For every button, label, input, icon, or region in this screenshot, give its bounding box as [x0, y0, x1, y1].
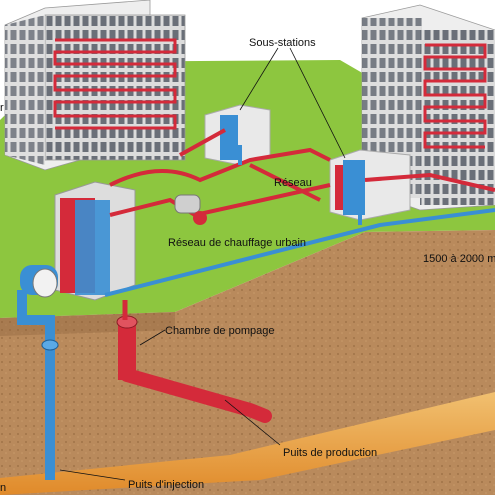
building-right-coils — [423, 43, 487, 149]
hot-network-pipe — [109, 128, 331, 218]
injection-well — [17, 290, 59, 480]
building-left — [4, 0, 186, 171]
heat-exchanger — [54, 181, 136, 301]
label-left-edge-fragment-1: r — [0, 102, 4, 114]
label-chambre-de-pompage: Chambre de pompage — [165, 325, 275, 337]
pump-unit — [174, 194, 207, 225]
production-well — [116, 300, 272, 423]
label-puits-de-production: Puits de production — [283, 447, 378, 459]
label-left-edge-fragment-2: n — [0, 482, 7, 494]
substation-1 — [204, 104, 271, 166]
label-reseau-chauffage-urbain: Réseau de chauffage urbain — [168, 237, 307, 249]
label-sous-stations: Sous-stations — [249, 37, 316, 49]
substation-2 — [329, 149, 411, 221]
label-puits-d-injection: Puits d'injection — [128, 479, 205, 491]
cold-network-pipe — [104, 145, 495, 297]
hot-network-pipe-right — [364, 172, 495, 192]
building-left-coils — [53, 38, 177, 130]
label-reseau: Réseau — [274, 177, 312, 189]
leader-lines — [59, 47, 346, 481]
aquifer-layer — [0, 392, 495, 495]
label-depth: 1500 à 2000 m — [423, 253, 495, 265]
tank-unit — [20, 265, 58, 298]
